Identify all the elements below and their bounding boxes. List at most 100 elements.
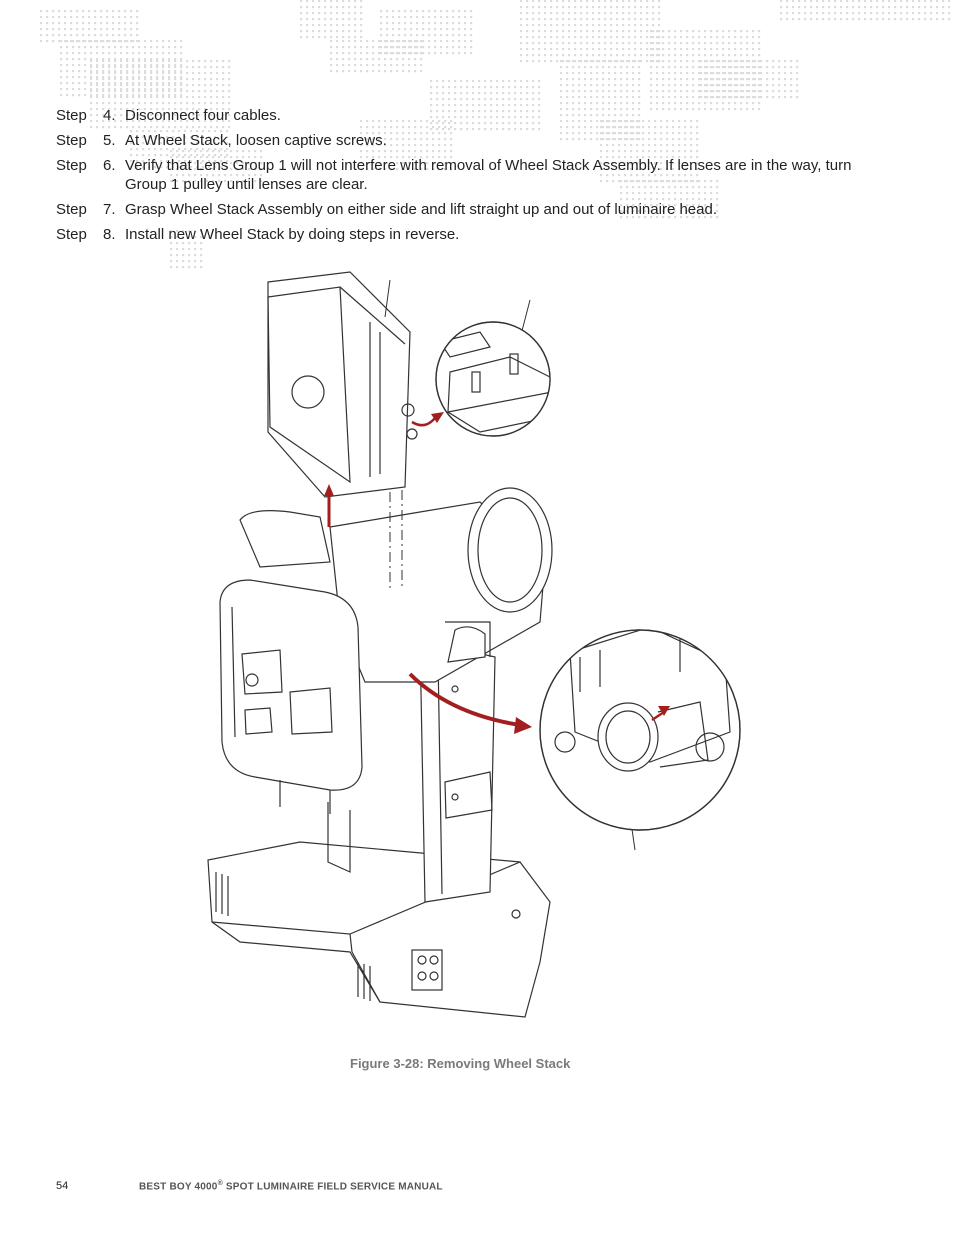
map-dot (64, 22, 67, 25)
map-dot (200, 260, 203, 263)
map-dot (170, 180, 173, 183)
map-dot (644, 198, 647, 201)
map-dot (626, 180, 629, 183)
map-dot (638, 120, 641, 123)
map-dot (698, 186, 701, 189)
map-dot (804, 18, 807, 21)
map-dot (628, 54, 631, 57)
map-dot (224, 174, 227, 177)
map-dot (162, 40, 165, 43)
map-dot (810, 0, 813, 3)
map-dot (660, 168, 663, 171)
map-dot (666, 150, 669, 153)
map-dot (538, 128, 541, 131)
map-dot (754, 66, 757, 69)
map-dot (586, 6, 589, 9)
map-dot (520, 128, 523, 131)
map-dot (378, 138, 381, 141)
map-dot (228, 114, 231, 117)
map-dot (478, 80, 481, 83)
map-dot (200, 174, 203, 177)
map-dot (348, 64, 351, 67)
map-dot (454, 110, 457, 113)
map-dot (168, 126, 171, 129)
map-dot (384, 58, 387, 61)
map-dot (686, 60, 689, 63)
map-dot (384, 156, 387, 159)
map-dot (748, 66, 751, 69)
map-dot (598, 18, 601, 21)
map-dot (102, 70, 105, 73)
map-dot (434, 16, 437, 19)
map-dot (626, 66, 629, 69)
map-dot (380, 46, 383, 49)
map-dot (126, 46, 129, 49)
map-dot (752, 108, 755, 111)
map-dot (780, 6, 783, 9)
map-dot (616, 18, 619, 21)
map-dot (102, 94, 105, 97)
map-dot (466, 86, 469, 89)
map-dot (396, 46, 399, 49)
map-dot (632, 210, 635, 213)
map-dot (372, 120, 375, 123)
map-dot (704, 96, 707, 99)
map-dot (742, 72, 745, 75)
map-dot (614, 126, 617, 129)
map-dot (172, 130, 175, 133)
map-dot (170, 230, 173, 233)
map-dot (450, 156, 453, 159)
map-dot (108, 72, 111, 75)
map-dot (662, 54, 665, 57)
map-dot (416, 52, 419, 55)
map-dot (620, 60, 623, 63)
map-dot (616, 0, 619, 3)
map-dot (704, 204, 707, 207)
map-dot (622, 0, 625, 3)
map-dot (52, 28, 55, 31)
map-dot (156, 58, 159, 61)
map-dot (408, 138, 411, 141)
map-dot (636, 168, 639, 171)
map-dot (428, 34, 431, 37)
map-dot (414, 40, 417, 43)
map-dot (102, 114, 105, 117)
map-dot (634, 12, 637, 15)
map-dot (596, 132, 599, 135)
map-dot (72, 82, 75, 85)
map-dot (420, 156, 423, 159)
map-dot (96, 96, 99, 99)
map-dot (572, 108, 575, 111)
map-dot (478, 128, 481, 131)
map-dot (446, 34, 449, 37)
map-dot (366, 126, 369, 129)
map-dot (138, 84, 141, 87)
map-dot (598, 60, 601, 63)
map-dot (654, 126, 657, 129)
map-dot (630, 144, 633, 147)
map-dot (508, 80, 511, 83)
map-dot (642, 132, 645, 135)
map-dot (408, 126, 411, 129)
map-dot (876, 18, 879, 21)
map-dot (672, 132, 675, 135)
map-dot (150, 90, 153, 93)
map-dot (646, 30, 649, 33)
map-dot (224, 162, 227, 165)
map-dot (538, 86, 541, 89)
map-dot (772, 66, 775, 69)
map-dot (616, 36, 619, 39)
map-dot (184, 148, 187, 151)
map-dot (466, 110, 469, 113)
map-dot (608, 120, 611, 123)
map-dot (578, 102, 581, 105)
map-dot (584, 84, 587, 87)
map-dot (150, 76, 153, 79)
map-dot (84, 58, 87, 61)
map-dot (656, 36, 659, 39)
map-dot (180, 126, 183, 129)
map-dot (458, 28, 461, 31)
map-dot (668, 42, 671, 45)
map-dot (102, 52, 105, 55)
map-dot (96, 88, 99, 91)
